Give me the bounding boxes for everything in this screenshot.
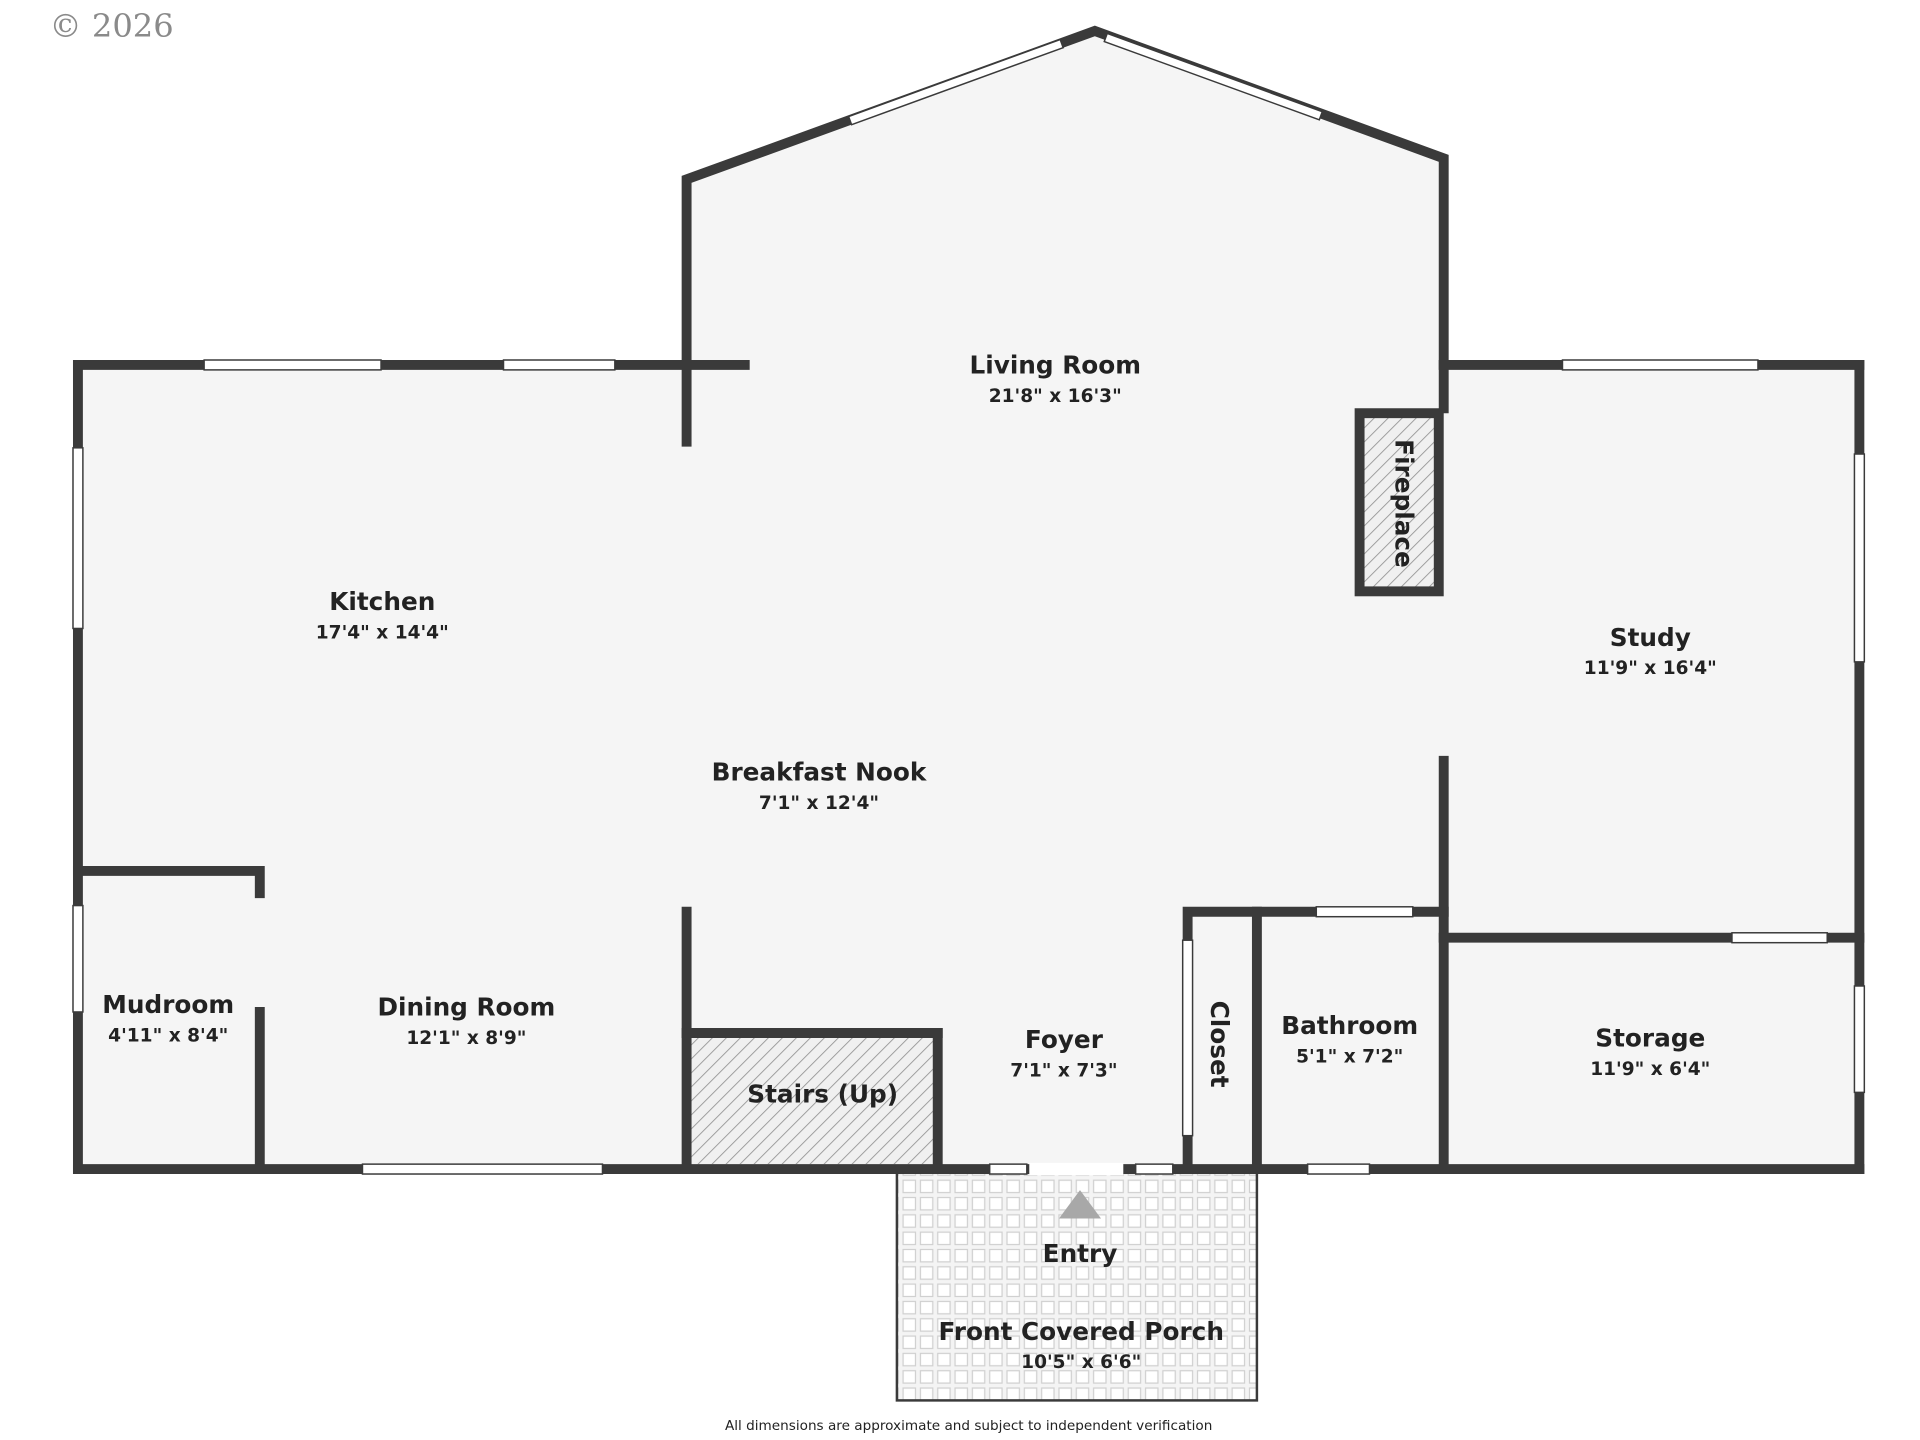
- windows: [72, 32, 1866, 1176]
- room-stairs: Stairs (Up): [747, 1079, 898, 1108]
- entry-label: Entry: [1043, 1239, 1118, 1268]
- floor: [77, 30, 1860, 1170]
- copyright: © 2026: [49, 7, 173, 45]
- svg-text:Foyer: Foyer: [1025, 1025, 1104, 1054]
- svg-text:11'9" x 16'4": 11'9" x 16'4": [1584, 658, 1717, 679]
- svg-text:Study: Study: [1610, 623, 1691, 652]
- svg-text:7'1" x 12'4": 7'1" x 12'4": [759, 793, 879, 814]
- svg-text:Storage: Storage: [1595, 1024, 1705, 1053]
- room-living: Living Room 21'8" x 16'3": [969, 351, 1141, 407]
- stairs-hatch: [691, 1037, 937, 1165]
- svg-text:10'5" x 6'6": 10'5" x 6'6": [1021, 1352, 1141, 1373]
- entry-arrow-icon: [1058, 1190, 1102, 1219]
- room-foyer: Foyer 7'1" x 7'3": [1010, 1025, 1117, 1081]
- svg-text:7'1" x 7'3": 7'1" x 7'3": [1010, 1060, 1117, 1081]
- svg-text:4'11" x 8'4": 4'11" x 8'4": [108, 1026, 228, 1047]
- svg-text:17'4" x 14'4": 17'4" x 14'4": [316, 622, 449, 643]
- room-dining: Dining Room 12'1" x 8'9": [377, 993, 555, 1049]
- svg-text:Living Room: Living Room: [969, 351, 1141, 380]
- svg-text:Breakfast Nook: Breakfast Nook: [712, 758, 927, 787]
- room-mudroom: Mudroom 4'11" x 8'4": [102, 990, 234, 1046]
- svg-text:11'9" x 6'4": 11'9" x 6'4": [1590, 1059, 1710, 1080]
- room-bathroom: Bathroom 5'1" x 7'2": [1281, 1011, 1418, 1067]
- room-kitchen: Kitchen 17'4" x 14'4": [316, 587, 449, 643]
- svg-text:Dining Room: Dining Room: [377, 993, 555, 1022]
- svg-text:12'1" x 8'9": 12'1" x 8'9": [406, 1028, 526, 1049]
- room-closet: Closet: [1205, 1001, 1234, 1088]
- svg-text:Mudroom: Mudroom: [102, 990, 234, 1019]
- footer-note: All dimensions are approximate and subje…: [725, 1418, 1212, 1434]
- room-breakfast-nook: Breakfast Nook 7'1" x 12'4": [712, 758, 927, 814]
- fireplace-label: Fireplace: [1389, 439, 1418, 568]
- room-study: Study 11'9" x 16'4": [1584, 623, 1717, 679]
- room-porch: Front Covered Porch 10'5" x 6'6": [938, 1317, 1223, 1373]
- svg-text:Kitchen: Kitchen: [329, 587, 435, 616]
- room-storage: Storage 11'9" x 6'4": [1590, 1024, 1710, 1080]
- fireplace-hatch: [1354, 408, 1444, 597]
- svg-text:5'1" x 7'2": 5'1" x 7'2": [1296, 1047, 1403, 1068]
- svg-text:Bathroom: Bathroom: [1281, 1011, 1418, 1040]
- svg-text:21'8" x 16'3": 21'8" x 16'3": [989, 386, 1122, 407]
- svg-text:Front Covered Porch: Front Covered Porch: [938, 1317, 1223, 1346]
